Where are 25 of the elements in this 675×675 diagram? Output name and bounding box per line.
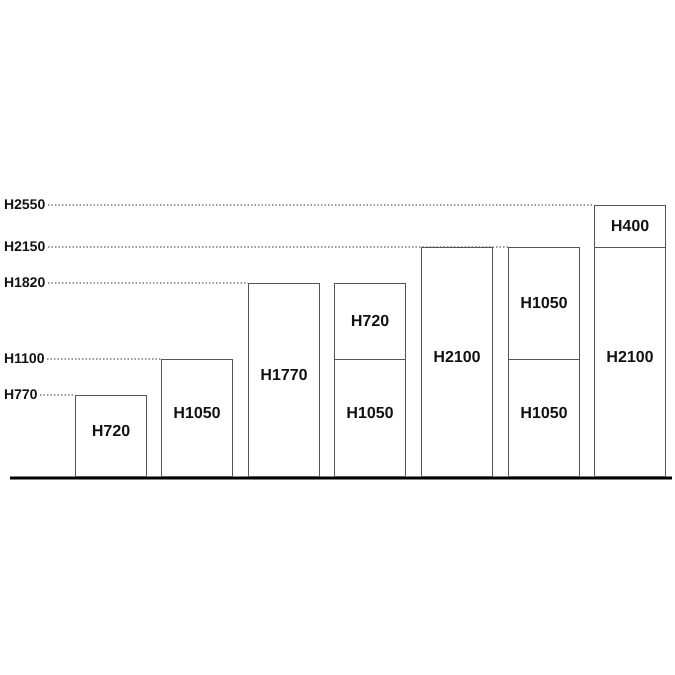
height-label: H1050 — [173, 405, 221, 423]
height-dimension: H770 — [4, 386, 38, 402]
cabinet-box — [508, 247, 580, 360]
height-label: H1050 — [346, 405, 394, 423]
cabinet-box — [421, 247, 493, 477]
height-label: H400 — [610, 218, 650, 236]
cabinet-box — [248, 283, 320, 477]
cabinet-box — [334, 283, 406, 360]
cabinet-box — [594, 205, 666, 248]
height-label: H720 — [92, 423, 130, 441]
cabinet-box — [161, 359, 233, 477]
height-dimension: H1100 — [4, 350, 44, 366]
cabinet-box — [508, 359, 580, 477]
height-dimension: H2550 — [4, 196, 46, 212]
cabinet-box — [75, 395, 147, 477]
height-label: H1050 — [520, 294, 568, 312]
height-label: H2100 — [606, 349, 654, 367]
cabinet-box — [594, 247, 666, 477]
height-dimension: H2150 — [4, 238, 46, 254]
height-label: H720 — [350, 312, 390, 330]
cabinet-box — [334, 359, 406, 477]
height-dimension: H1820 — [4, 274, 46, 290]
height-label: H1770 — [260, 367, 308, 385]
height-label: H2100 — [433, 349, 481, 367]
height-label: H1050 — [520, 405, 568, 423]
